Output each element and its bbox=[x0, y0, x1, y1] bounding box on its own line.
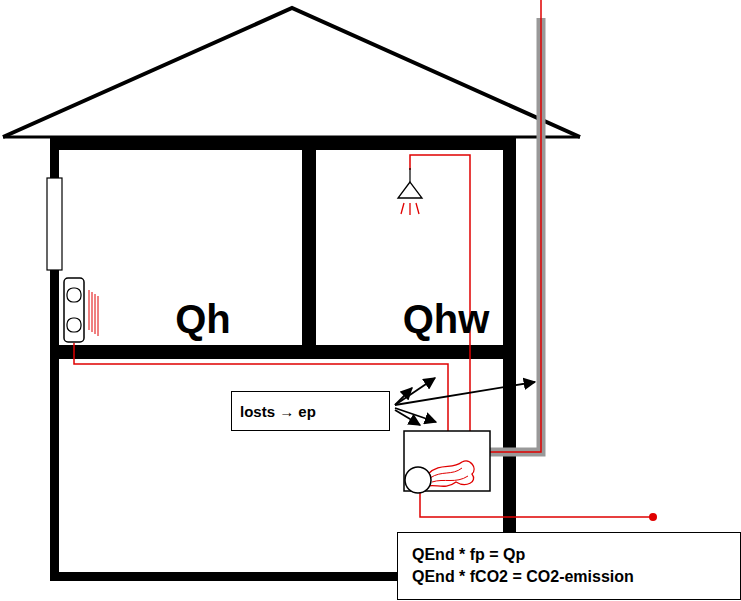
flame bbox=[428, 461, 474, 486]
ceiling bbox=[50, 137, 516, 150]
node-text: Qhw bbox=[403, 297, 490, 342]
burner bbox=[405, 467, 431, 493]
heating-room: Qh bbox=[148, 292, 258, 347]
window bbox=[47, 178, 62, 270]
node-text: Qh bbox=[175, 297, 231, 342]
node-text: QEnd * fCO2 = CO2-emission bbox=[406, 566, 732, 588]
formula-box: QEnd * fp = QpQEnd * fCO2 = CO2-emission bbox=[397, 532, 741, 600]
pipes bbox=[74, 155, 653, 517]
right-wall bbox=[503, 137, 516, 532]
node-text: losts → ep bbox=[240, 403, 381, 420]
heat-waves bbox=[89, 290, 98, 336]
losses-box: losts → ep bbox=[231, 391, 390, 431]
floor bbox=[50, 345, 516, 359]
shower-pipe bbox=[409, 168, 410, 182]
radiator-fin bbox=[67, 318, 81, 332]
radiator-fin bbox=[67, 288, 81, 302]
water-drops bbox=[401, 203, 419, 215]
flame-inner bbox=[430, 468, 468, 482]
chimney bbox=[490, 18, 541, 452]
hot-water-room: Qhw bbox=[392, 292, 500, 347]
flue-gas bbox=[490, 0, 541, 452]
basement-floor bbox=[50, 572, 400, 581]
roof bbox=[3, 8, 580, 137]
supply-point bbox=[649, 513, 657, 521]
inner-wall bbox=[302, 150, 316, 346]
radiator bbox=[64, 278, 84, 342]
loss-arrows bbox=[395, 378, 535, 425]
shower-head bbox=[398, 182, 422, 198]
node-text: QEnd * fp = Qp bbox=[406, 544, 732, 566]
